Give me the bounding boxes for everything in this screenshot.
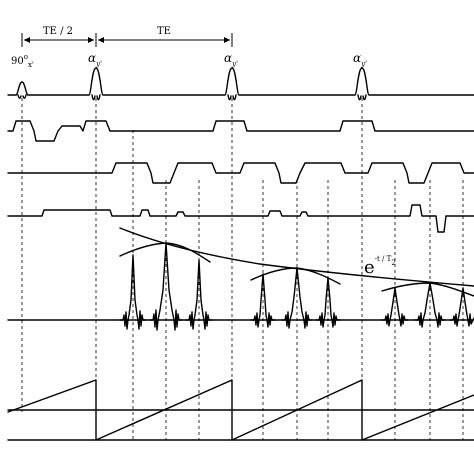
rf-pulse-line (7, 67, 474, 96)
echo-signal-2 (149, 242, 183, 331)
pulse-labels: 90ox' αy' αy' αy' (11, 51, 367, 69)
sawtooth-wave (7, 379, 474, 441)
phase-gradient-line (7, 204, 474, 233)
arrowhead (88, 37, 94, 43)
te-label: TE (157, 26, 171, 37)
echo-signal-4 (250, 273, 276, 328)
refocus-pulse-label-3: αy' (353, 51, 367, 68)
slice-gradient-line (7, 120, 474, 142)
pulse-90-label: 90ox' (11, 53, 34, 69)
arrowhead (98, 37, 104, 43)
arrowhead (224, 37, 230, 43)
refocus-pulse-label-2: αy' (224, 51, 238, 68)
rf-undershoot (17, 94, 367, 101)
timing-annotations: TE / 2 TE (21, 26, 233, 47)
echo-signal-1 (119, 254, 147, 330)
arrowhead (24, 37, 30, 43)
te-half-label: TE / 2 (43, 26, 73, 37)
refocus-pulse-label-1: αy' (88, 51, 102, 68)
readout-gradient-line (7, 162, 474, 184)
echo-signal-9 (449, 287, 474, 327)
reference-lines (21, 98, 464, 440)
t2-decay-label: e-t / T2 (364, 255, 396, 278)
